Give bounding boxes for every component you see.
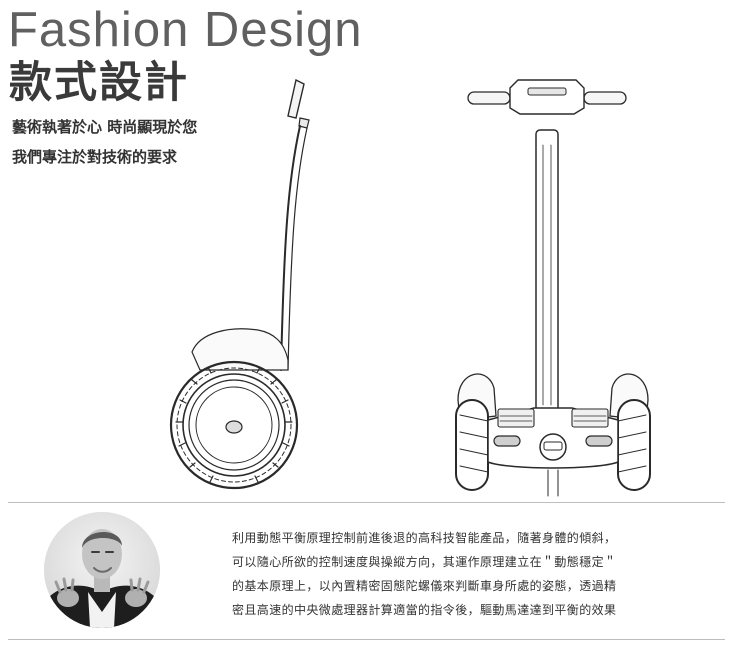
designer-portrait-avatar <box>44 512 160 628</box>
description-line-1: 利用動態平衡原理控制前進後退的高科技智能產品，隨著身體的傾斜， <box>232 531 617 545</box>
headline-english: Fashion Design <box>8 3 363 57</box>
description-line-2: 可以隨心所欲的控制速度與操縱方向，其運作原理建立在＂動態穩定＂ <box>232 555 617 569</box>
product-description: 利用動態平衡原理控制前進後退的高科技智能產品，隨著身體的傾斜， 可以隨心所欲的控… <box>232 526 672 622</box>
headline-chinese: 款式設計 <box>9 58 189 108</box>
section-divider-bottom <box>8 639 725 640</box>
tagline-line-2: 我們專注於對技術的要求 <box>12 148 178 166</box>
balance-scooter-side-sketch-icon <box>169 78 310 490</box>
section-divider-top <box>8 502 725 503</box>
tagline-line-1: 藝術執著於心 時尚顯現於您 <box>12 118 198 136</box>
balance-scooter-front-sketch-icon <box>455 79 651 497</box>
designer-portrait-icon <box>44 512 160 628</box>
description-line-4: 密且高速的中央微處理器計算適當的指令後，驅動馬達達到平衡的效果 <box>232 603 617 617</box>
description-line-3: 的基本原理上，以內置精密固態陀螺儀來判斷車身所處的姿態，透過精 <box>232 579 617 593</box>
